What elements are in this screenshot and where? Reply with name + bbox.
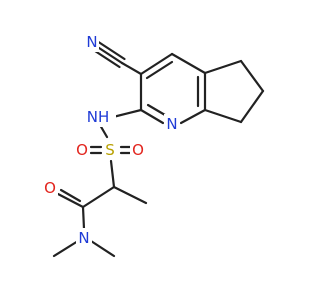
atom-sulfonyl-oxygen-right: O xyxy=(132,141,144,159)
bond-lines xyxy=(52,40,265,258)
atom-amide-oxygen: O xyxy=(44,179,56,197)
atom-sulfur: S xyxy=(105,141,115,159)
bond-c3-c4-double xyxy=(145,60,174,80)
bond-s-ch xyxy=(109,159,116,189)
bond-ch-carbonyl xyxy=(81,185,116,209)
atom-labels: N NH N S O O O N xyxy=(42,32,180,248)
bond-carbonyl-n xyxy=(81,205,86,231)
bond-c2-nh xyxy=(111,108,143,119)
atom-nitrile-nitrogen: N xyxy=(86,33,97,51)
bond-n1-c2 xyxy=(139,108,165,125)
bond-ch-methyl xyxy=(112,185,148,205)
atom-pyridine-nitrogen: N xyxy=(166,115,177,133)
bond-c5-c6 xyxy=(239,59,265,93)
molecule-structure-diagram: N NH N S O O O N xyxy=(42,32,265,258)
bond-nitrile-triple-1 xyxy=(94,44,124,65)
atom-amide-nitrogen: N xyxy=(78,229,89,247)
bond-c6-c7 xyxy=(239,89,265,124)
atom-sulfonyl-oxygen-left: O xyxy=(76,141,88,159)
bond-nitrile-triple-3 xyxy=(92,48,121,69)
bond-carbonyl-o-double xyxy=(59,188,82,203)
atom-amine-nh: NH xyxy=(87,108,110,126)
bond-c7a-n1 xyxy=(179,108,207,125)
bond-c7-c7a xyxy=(203,108,243,124)
bond-c4-c4a xyxy=(170,52,207,75)
bond-n-methyl-right xyxy=(89,239,116,258)
bond-nitrile-to-ring xyxy=(120,61,143,76)
bond-n1-c2-double xyxy=(146,103,167,117)
bond-nitrile-triple-2 xyxy=(97,40,126,61)
bond-c3-c4 xyxy=(139,52,174,76)
bond-carbonyl-o xyxy=(56,192,85,209)
bond-n-methyl-left xyxy=(52,239,80,258)
bond-c4a-c5 xyxy=(203,59,243,75)
